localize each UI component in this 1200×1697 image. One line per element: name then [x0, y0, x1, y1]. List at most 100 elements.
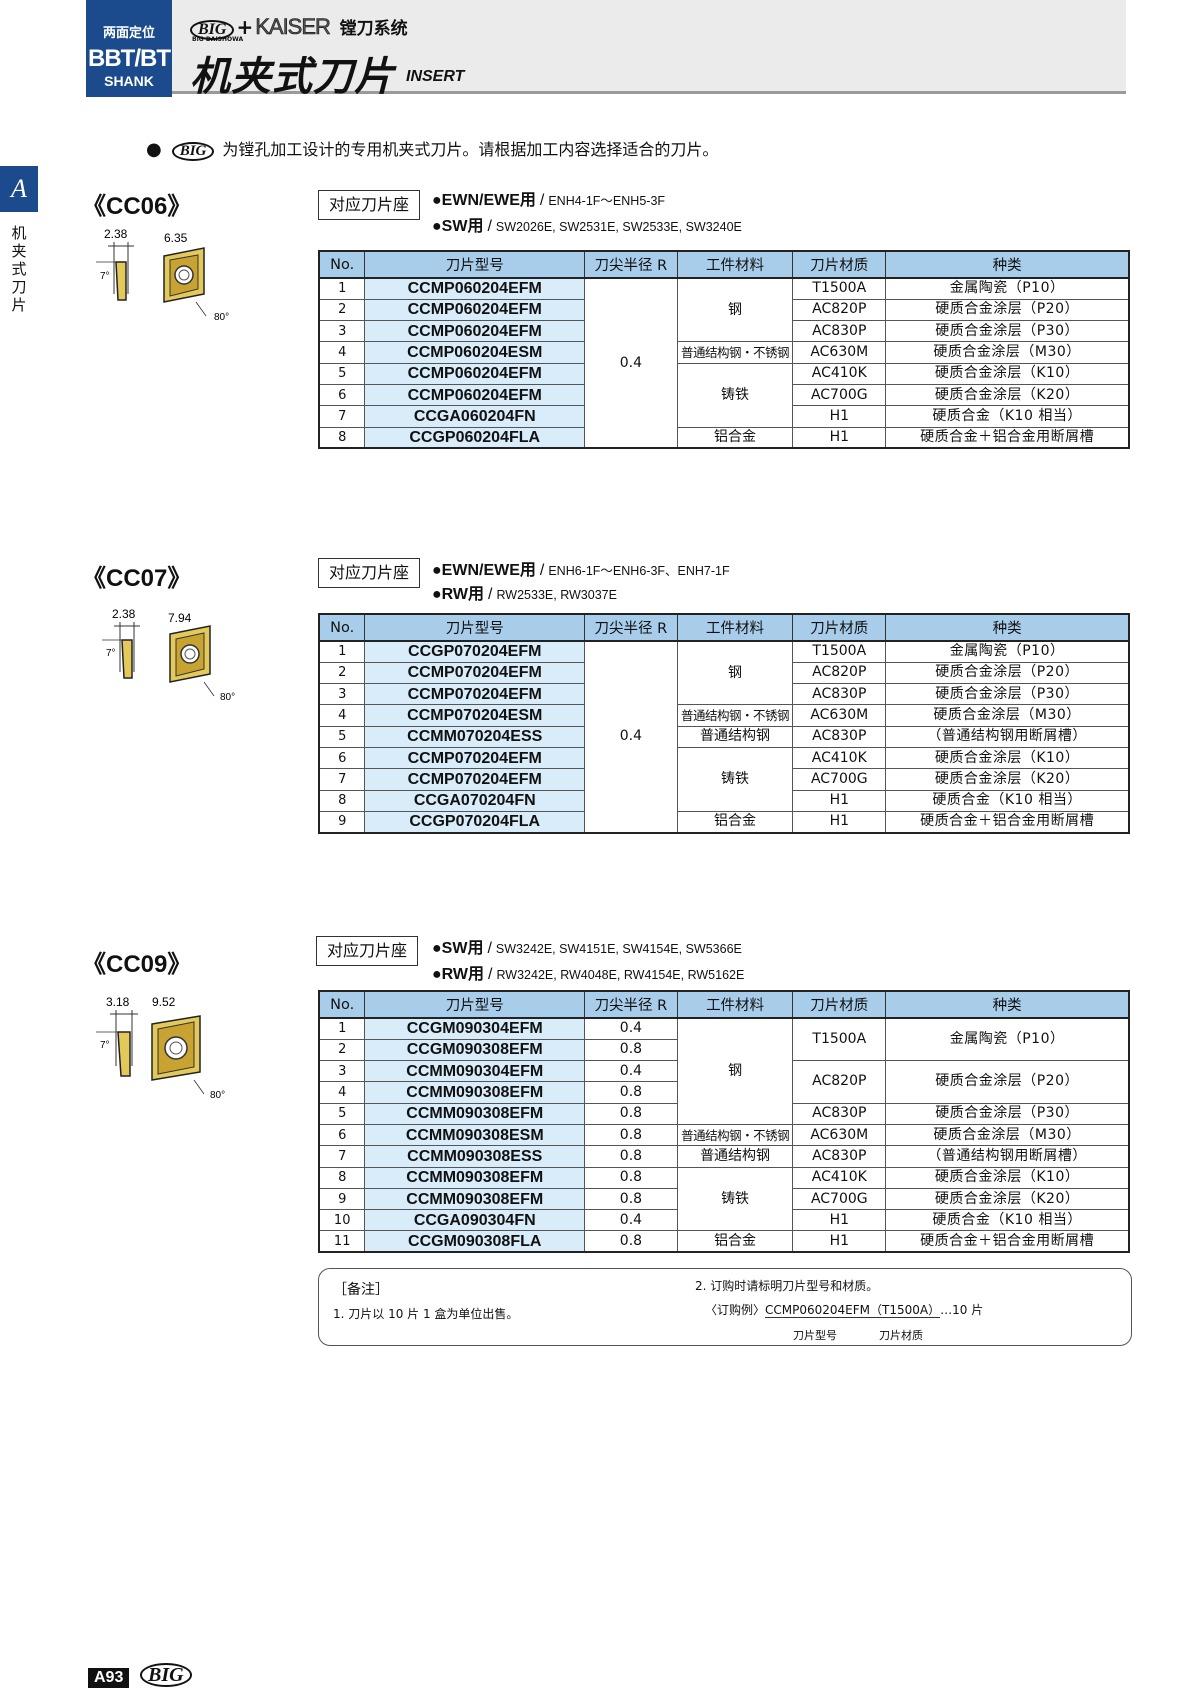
- holder-sep: /: [488, 966, 493, 983]
- col-grade: 刀片材质: [792, 613, 887, 642]
- holder-models: ENH4-1F〜ENH5-3F: [548, 194, 666, 208]
- col-no: No.: [318, 250, 366, 279]
- col-no: No.: [318, 990, 366, 1019]
- section-title-cc09: 《CC09》: [82, 951, 192, 978]
- material-cell: 普通结构钢・不锈钢: [676, 704, 794, 727]
- big-logo: BIG: [140, 1663, 192, 1687]
- dim-thickness: 3.18: [106, 995, 130, 1009]
- note-1: 1. 刀片以 10 片 1 盒为单位出售。: [333, 1307, 519, 1321]
- col-grade: 刀片材质: [792, 250, 887, 279]
- insert-drawing-cc09: 3.18 7° 9.52 80°: [96, 995, 225, 1101]
- section-title-cc06: 《CC06》: [82, 193, 192, 220]
- order-label-model: 刀片型号: [793, 1329, 837, 1342]
- holder-line2-cc07: ●RW用/RW2533E, RW3037E: [432, 580, 617, 604]
- dim-thickness: 2.38: [104, 227, 128, 241]
- order-example-suffix: …10 片: [940, 1303, 984, 1317]
- col-type: 种类: [885, 613, 1130, 642]
- holder-line2-cc09: ●RW用/RW3242E, RW4048E, RW4154E, RW5162E: [432, 960, 744, 984]
- material-cell: 钢: [676, 1017, 794, 1125]
- insert-drawing-cc06: 2.38 7° 6.35 80°: [96, 227, 229, 323]
- material-cell: 铝合金: [676, 1230, 794, 1253]
- brand-daishowa: BIG DAISHOWA: [192, 36, 244, 43]
- holder-label-cc09: 对应刀片座: [316, 936, 419, 966]
- col-model: 刀片型号: [364, 250, 586, 279]
- material-cell: 铸铁: [676, 1166, 794, 1232]
- header-band: [86, 0, 1126, 94]
- col-type: 种类: [885, 990, 1130, 1019]
- dim-ic: 9.52: [152, 995, 176, 1009]
- big-logo-inline: BIG: [171, 142, 215, 161]
- holder-sep: /: [539, 562, 545, 579]
- brand-system: 镗刀系统: [339, 19, 408, 39]
- material-cell: 普通结构钢・不锈钢: [676, 341, 794, 364]
- order-example-model: CCMP060204EFM: [765, 1303, 871, 1318]
- holder-name: ●EWN/EWE用: [432, 192, 536, 209]
- kaiser-logo: KAISER: [255, 14, 331, 40]
- page-subtitle: INSERT: [406, 68, 465, 85]
- material-cell: 普通结构钢: [676, 725, 794, 748]
- material-cell: 铸铁: [676, 362, 794, 428]
- order-example-grade: （T1500A）: [870, 1303, 941, 1318]
- badge-line3: SHANK: [104, 73, 154, 89]
- insert-drawing-cc07: 2.38 7° 7.94 80°: [102, 607, 235, 703]
- material-cell: 钢: [676, 277, 794, 343]
- section-title-cc07: 《CC07》: [82, 565, 192, 592]
- holder-models: RW2533E, RW3037E: [496, 588, 617, 602]
- material-cell: 普通结构钢: [676, 1145, 794, 1168]
- radius-cell: 0.4: [584, 277, 678, 449]
- badge-line2: BBT/BT: [88, 45, 171, 72]
- dim-thickness: 2.38: [112, 607, 136, 621]
- page-number: A93: [88, 1668, 130, 1688]
- dim-ic: 7.94: [168, 611, 192, 625]
- holder-name: ●SW用: [432, 218, 484, 235]
- col-radius: 刀尖半径 R: [584, 613, 678, 642]
- intro-text: 为镗孔加工设计的专用机夹式刀片。请根据加工内容选择适合的刀片。: [222, 140, 719, 159]
- holder-models: RW3242E, RW4048E, RW4154E, RW5162E: [496, 968, 745, 982]
- col-material: 工件材料: [676, 990, 794, 1019]
- holder-line1-cc09: ●SW用/SW3242E, SW4151E, SW4154E, SW5366E: [432, 934, 742, 958]
- footer-big-logo: BIG: [140, 1662, 192, 1687]
- side-tab[interactable]: A: [0, 166, 38, 212]
- col-material: 工件材料: [676, 613, 794, 642]
- col-radius: 刀尖半径 R: [584, 990, 678, 1019]
- page-title: 机夹式刀片: [190, 54, 395, 100]
- angle-clearance: 7°: [100, 271, 110, 282]
- order-example-prefix: 〈订购例〉: [705, 1303, 766, 1317]
- holder-sep: /: [487, 218, 492, 235]
- holder-line1-cc07: ●EWN/EWE用/ENH6-1F〜ENH6-3F、ENH7-1F: [432, 556, 730, 580]
- col-material: 工件材料: [676, 250, 794, 279]
- bullet-icon: ●: [146, 139, 162, 160]
- shank-badge: 两面定位 BBT/BT SHANK: [86, 0, 172, 97]
- intro-line: ● BIG 为镗孔加工设计的专用机夹式刀片。请根据加工内容选择适合的刀片。: [146, 136, 718, 161]
- holder-name: ●RW用: [432, 966, 485, 983]
- order-label-grade: 刀片材质: [879, 1329, 923, 1342]
- angle-tip: 80°: [220, 692, 235, 703]
- side-tab-text: 机夹式刀片: [11, 224, 27, 314]
- angle-clearance: 7°: [106, 648, 116, 659]
- big-logo: BIG: [190, 20, 235, 40]
- holder-name: ●EWN/EWE用: [432, 562, 536, 579]
- holder-label-cc06: 对应刀片座: [318, 190, 421, 220]
